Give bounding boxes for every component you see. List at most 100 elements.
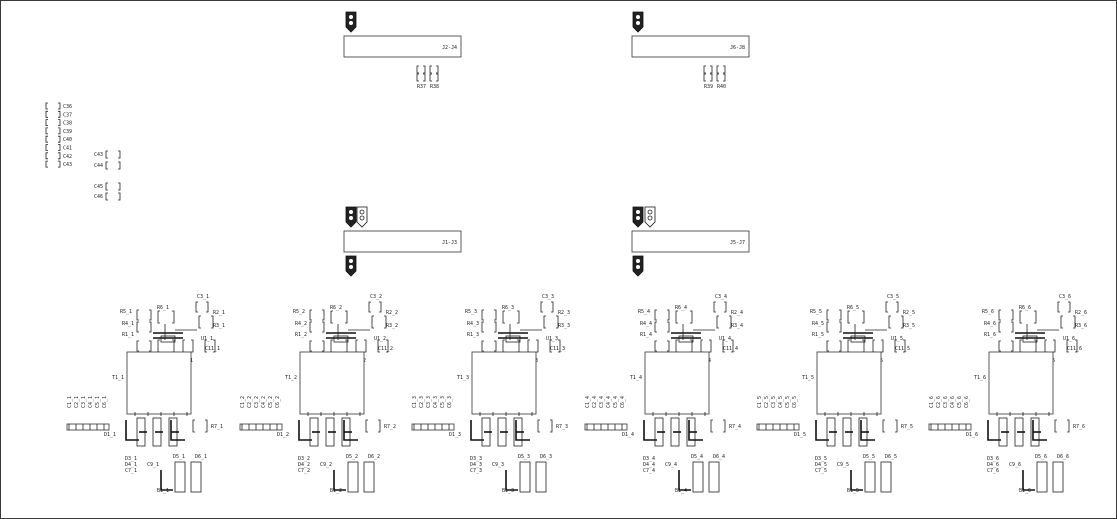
capacitor-label: C45 <box>94 184 103 190</box>
part-pad <box>1060 315 1063 329</box>
part-pad <box>378 419 381 433</box>
part-pad <box>894 339 897 353</box>
diode-outline <box>515 420 530 441</box>
resistor-pad <box>703 65 706 74</box>
part-label: R3_3 <box>558 323 570 329</box>
resistor-pad <box>416 65 419 74</box>
outline-corner <box>678 470 691 491</box>
part-pad <box>355 339 358 353</box>
resistor-label: R39 <box>704 84 713 90</box>
capacitor-pad <box>45 144 48 151</box>
capacitor-pad <box>105 192 108 201</box>
part-label: B1_1 <box>157 488 169 494</box>
part-pad <box>206 301 209 313</box>
part-label: R1_3 <box>467 332 479 338</box>
part-label: R4_2 <box>295 321 307 327</box>
part-pad <box>716 315 719 329</box>
part-label: C9_1 <box>147 462 159 468</box>
part-label: D6_4 <box>713 454 725 460</box>
part-label: C11_5 <box>895 346 910 352</box>
part-pad <box>549 339 552 353</box>
part-label: C7_1 <box>125 468 137 474</box>
part-label: C9_5 <box>837 462 849 468</box>
capacitor-label: C1_6 <box>929 396 935 408</box>
connector-3: J1-J3 <box>343 206 462 277</box>
part-pad <box>901 315 904 329</box>
capacitor-pad <box>105 161 108 170</box>
capacitor-label: C42 <box>63 154 72 160</box>
part-pad <box>724 301 727 313</box>
capacitor-label: C2_1 <box>74 396 80 408</box>
part-pad <box>1068 301 1071 313</box>
part-pad <box>195 301 198 313</box>
part-label: R1_5 <box>812 332 824 338</box>
capacitor-label: C6_3 <box>447 396 453 408</box>
capacitor-label: C4_1 <box>88 396 94 408</box>
part-label: D4_6 <box>987 462 999 468</box>
part-label: U1_5 <box>891 336 903 342</box>
part-label: D3_2 <box>298 456 310 462</box>
connector-label: J1-J3 <box>442 240 457 246</box>
part-pad <box>1053 339 1056 353</box>
diode-outline <box>170 420 185 441</box>
part-label: D3_5 <box>815 456 827 462</box>
part-pad <box>481 309 484 321</box>
channel-6: C3_6R2_6R3_6R5_6U1_6R1_6C11_6R6_6C8_6R4_… <box>928 294 1087 494</box>
part-label: R2_6 <box>1075 310 1087 316</box>
diode-outline <box>815 420 829 441</box>
part-label: D3_1 <box>125 456 137 462</box>
part-pad <box>309 321 312 333</box>
capacitor-label: C2_5 <box>764 396 770 408</box>
part-label: R6_3 <box>502 305 514 311</box>
part-label: R3_1 <box>213 323 225 329</box>
part-label: D4_2 <box>298 462 310 468</box>
diode-outline <box>1032 420 1047 441</box>
cap-column-item: C42 <box>45 152 72 160</box>
part-pad <box>722 339 725 353</box>
part-label: B1_2 <box>330 488 342 494</box>
part-label: R5_6 <box>982 309 994 315</box>
resistor-pad <box>423 73 426 82</box>
capacitor-label: C6_4 <box>620 396 626 408</box>
trace <box>1015 332 1045 339</box>
part-pad <box>654 309 657 321</box>
capacitor-pad <box>118 150 121 159</box>
outline-corner <box>850 470 863 491</box>
diode-outline <box>987 420 1001 441</box>
part-pad <box>1075 339 1078 353</box>
part-label: R1_1 <box>122 332 134 338</box>
tall-pad <box>363 461 375 493</box>
part-pad <box>850 335 866 343</box>
diode-outline <box>298 420 312 441</box>
trace <box>682 324 715 340</box>
part-label: C11_3 <box>550 346 565 352</box>
part-pad <box>149 340 152 352</box>
part-pad <box>371 315 374 329</box>
capacitor-label: C39 <box>63 129 72 135</box>
part-pad <box>1011 340 1014 352</box>
resistor-pad <box>416 73 419 82</box>
part-label: D3_4 <box>643 456 655 462</box>
resistor-pad <box>429 73 432 82</box>
part-pad <box>540 301 543 313</box>
capacitor-label: C44 <box>94 163 103 169</box>
part-pad <box>160 335 176 343</box>
marker-hole <box>636 259 640 263</box>
part-label: C7_6 <box>987 468 999 474</box>
trace <box>153 332 183 339</box>
capacitor-label: C1_1 <box>67 396 73 408</box>
connector-body <box>631 35 750 58</box>
part-pad <box>502 339 505 353</box>
marker-hole <box>349 21 353 25</box>
capacitor-label: C6_5 <box>792 396 798 408</box>
capacitor-label: C4_4 <box>606 396 612 408</box>
part-label: U1_6 <box>1063 336 1075 342</box>
resistor-pad <box>723 73 726 82</box>
part-pad <box>998 340 1001 352</box>
part-pad <box>654 321 657 333</box>
diode-label: D1_2 <box>277 432 289 438</box>
